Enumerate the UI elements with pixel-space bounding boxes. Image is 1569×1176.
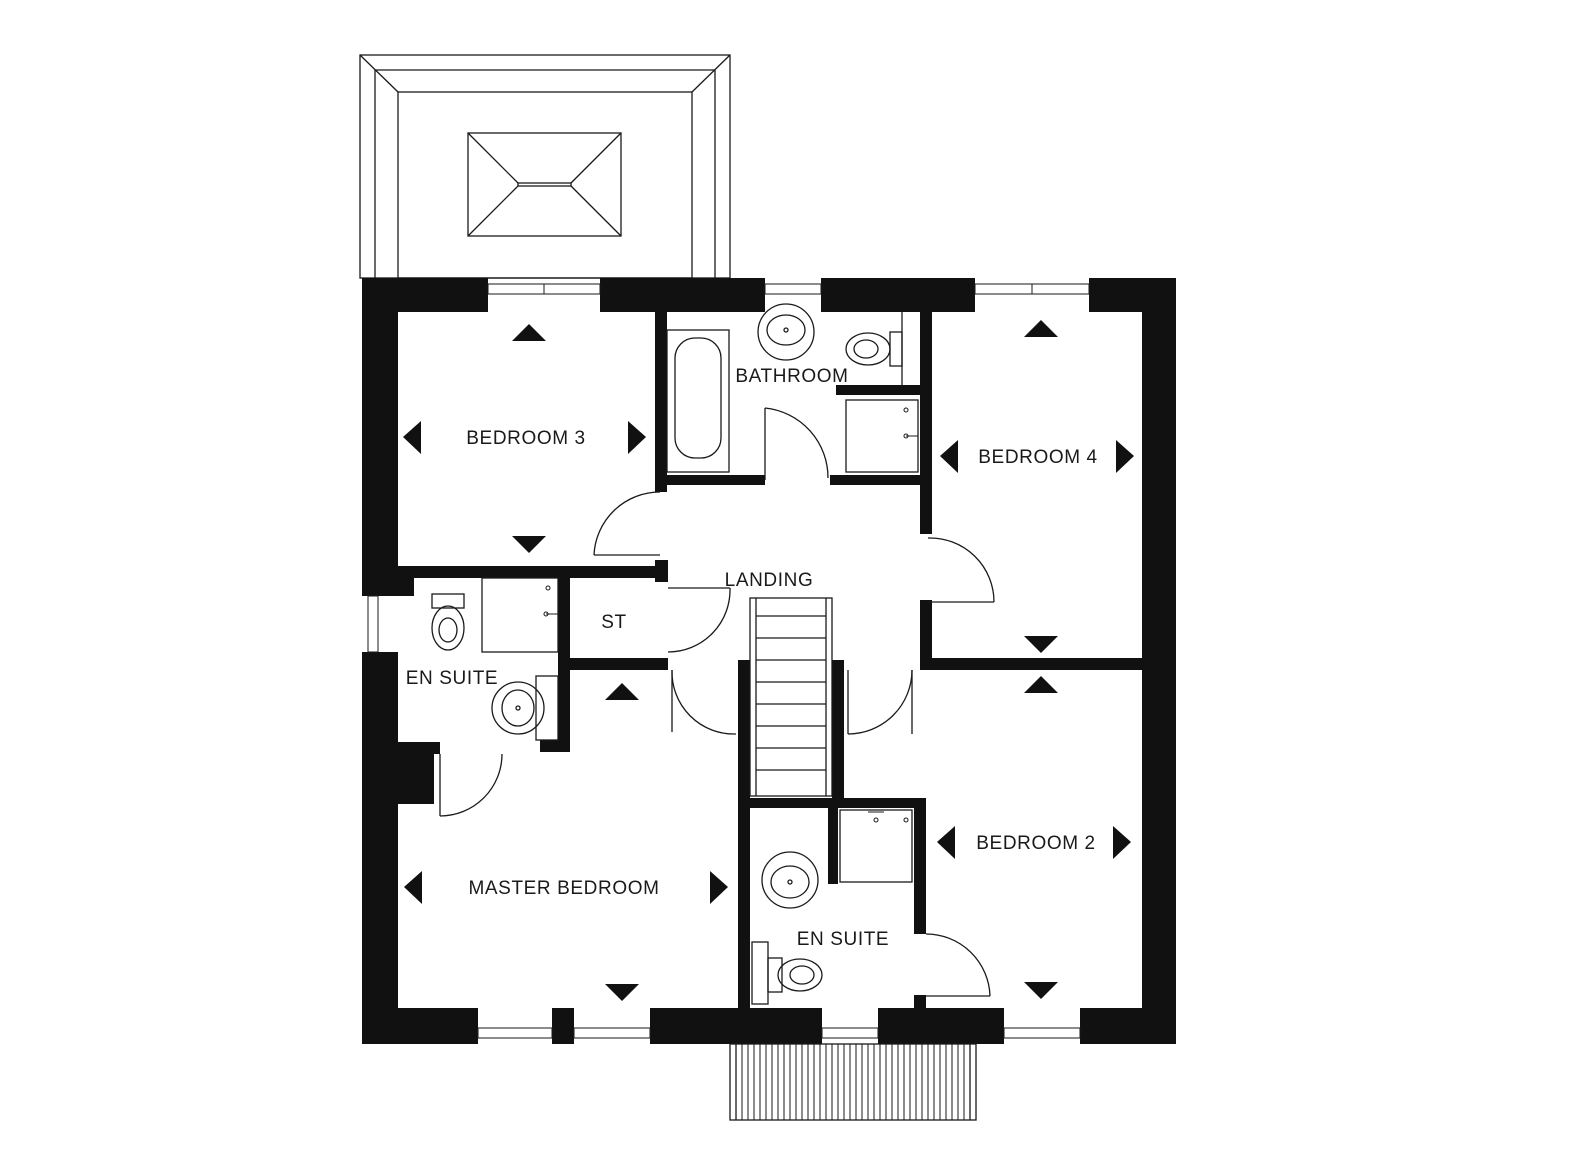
- master-dimension-arrows: [404, 683, 728, 1001]
- rooflight: [467, 132, 622, 237]
- ensuite-right-shower-icon: [839, 809, 913, 883]
- bedroom3-dimension-arrows: [403, 324, 646, 553]
- label-bedroom-2: BEDROOM 2: [976, 833, 1095, 854]
- doors: [439, 407, 995, 997]
- windows: [367, 283, 1090, 1039]
- internal-walls: [398, 312, 1142, 1008]
- label-bedroom-3: BEDROOM 3: [466, 428, 585, 449]
- ensuite-right-basin-icon: [761, 851, 819, 909]
- bathroom-shower-icon: [845, 399, 919, 473]
- bathroom-basin-icon: [757, 303, 815, 361]
- label-store: ST: [601, 612, 626, 633]
- label-en-suite-right: EN SUITE: [797, 929, 889, 950]
- staircase: [749, 597, 833, 797]
- label-bedroom-4: BEDROOM 4: [978, 447, 1097, 468]
- ensuite-left-basin-icon: [491, 675, 559, 741]
- ensuite-right-toilet-icon: [751, 941, 823, 1005]
- label-master-bedroom: MASTER BEDROOM: [468, 878, 659, 899]
- bathtub-icon: [666, 329, 730, 473]
- label-landing: LANDING: [725, 570, 814, 591]
- bathroom-toilet-icon: [845, 312, 903, 385]
- label-en-suite-left: EN SUITE: [406, 668, 498, 689]
- roof-canopy: [359, 54, 731, 279]
- front-porch: [729, 1043, 977, 1121]
- ensuite-left-toilet-icon: [431, 593, 465, 651]
- ensuite-left-shower-icon: [481, 577, 559, 653]
- bedroom2-dimension-arrows: [937, 676, 1131, 999]
- label-bathroom: BATHROOM: [735, 366, 848, 387]
- bedroom4-dimension-arrows: [940, 320, 1134, 653]
